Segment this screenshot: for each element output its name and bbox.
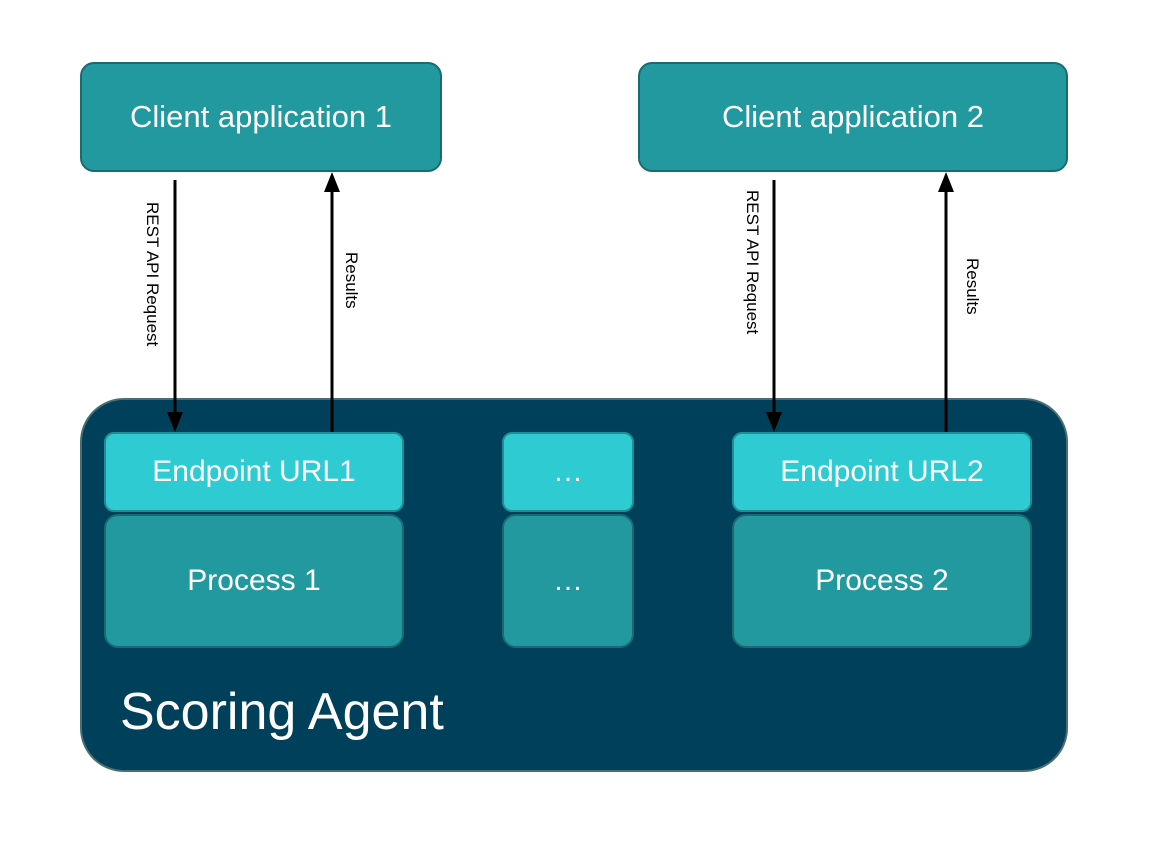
results-1-arrow (324, 172, 340, 432)
client-application-2-node: Client application 2 (638, 62, 1068, 172)
request-2-arrow (766, 180, 782, 432)
process-1-label: Process 1 (187, 564, 321, 597)
process-1-node: Process 1 (104, 514, 404, 648)
endpoint-url1-node: Endpoint URL1 (104, 432, 404, 512)
request-2-label: REST API Request (743, 190, 762, 335)
process-2-node: Process 2 (732, 514, 1032, 648)
endpoint-url2-node: Endpoint URL2 (732, 432, 1032, 512)
process-2-label: Process 2 (815, 564, 949, 597)
endpoint-ellipsis-node: … (502, 432, 634, 512)
results-2-label: Results (963, 258, 982, 315)
endpoint-ellipsis-label: … (553, 455, 583, 488)
results-2-arrow (938, 172, 954, 432)
request-1-label: REST API Request (143, 202, 162, 347)
client-application-1-node: Client application 1 (80, 62, 442, 172)
client-application-2-label: Client application 2 (722, 99, 984, 134)
process-ellipsis-node: … (502, 514, 634, 648)
process-ellipsis-label: … (553, 564, 583, 597)
client-application-1-label: Client application 1 (130, 99, 392, 134)
endpoint-url2-label: Endpoint URL2 (780, 455, 984, 488)
endpoint-url1-label: Endpoint URL1 (152, 455, 356, 488)
results-1-label: Results (342, 252, 361, 309)
request-1-arrow (167, 180, 183, 432)
scoring-agent-label: Scoring Agent (120, 683, 444, 741)
